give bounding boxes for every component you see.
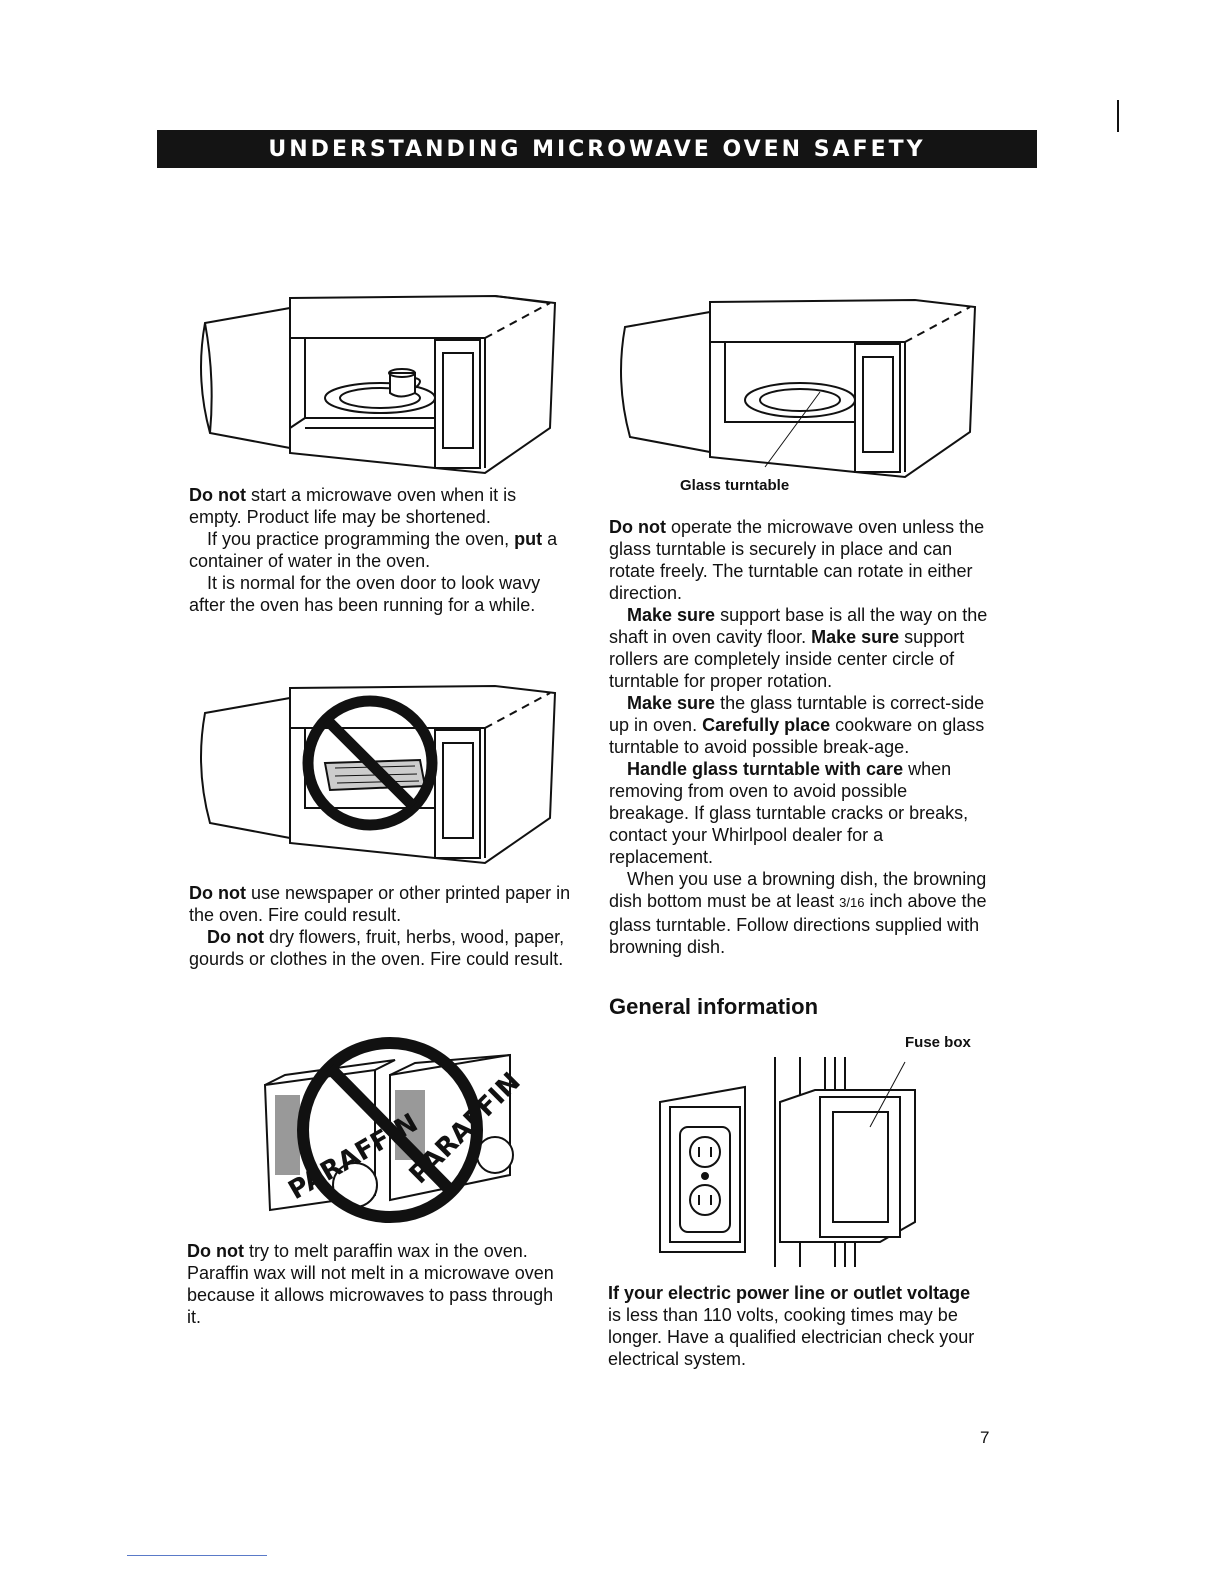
- footer-rule: [127, 1555, 267, 1556]
- voltage-information: If your electric power line or outlet vo…: [608, 1282, 988, 1370]
- paragraph: Make sure the glass turntable is correct…: [609, 693, 985, 757]
- microwave-with-cup-illustration: [195, 278, 565, 478]
- newspaper-prohibited-illustration: [195, 668, 565, 868]
- paragraph: If you practice programming the oven, pu…: [189, 529, 558, 571]
- paragraph: Do not use newspaper or other printed pa…: [189, 883, 571, 925]
- paragraph: When you use a browning dish, the browni…: [609, 869, 987, 957]
- glass-turntable-caption: Glass turntable: [680, 477, 790, 494]
- paragraph: Do not dry flowers, fruit, herbs, wood, …: [189, 927, 565, 969]
- page-number: 7: [980, 1428, 990, 1447]
- section-title: UNDERSTANDING MICROWAVE OVEN SAFETY: [268, 136, 926, 162]
- paraffin-warning: Do not try to melt paraffin wax in the o…: [187, 1240, 572, 1328]
- printed-paper-warning: Do not use newspaper or other printed pa…: [189, 882, 584, 970]
- turntable-instructions: Do not operate the microwave oven unless…: [609, 516, 989, 958]
- paragraph: If your electric power line or outlet vo…: [608, 1283, 975, 1369]
- paragraph: Do not start a microwave oven when it is…: [189, 485, 517, 527]
- paraffin-prohibited-illustration: PARAFFIN PARAFFIN: [255, 1035, 525, 1230]
- glass-turntable-illustration: [615, 282, 985, 482]
- fuse-box-caption: Fuse box: [905, 1034, 971, 1051]
- paragraph: Handle glass turntable with care when re…: [609, 759, 969, 867]
- paragraph: Do not try to melt paraffin wax in the o…: [187, 1241, 554, 1327]
- paragraph: Do not operate the microwave oven unless…: [609, 517, 985, 603]
- empty-oven-warning: Do not start a microwave oven when it is…: [189, 484, 569, 616]
- general-information-heading: General information: [609, 994, 819, 1019]
- section-banner: UNDERSTANDING MICROWAVE OVEN SAFETY: [157, 130, 1037, 168]
- margin-change-bar: [1117, 100, 1119, 132]
- paragraph: It is normal for the oven door to look w…: [189, 573, 541, 615]
- outlet-and-fuse-box-illustration: [655, 1052, 930, 1272]
- paragraph: Make sure support base is all the way on…: [609, 605, 988, 691]
